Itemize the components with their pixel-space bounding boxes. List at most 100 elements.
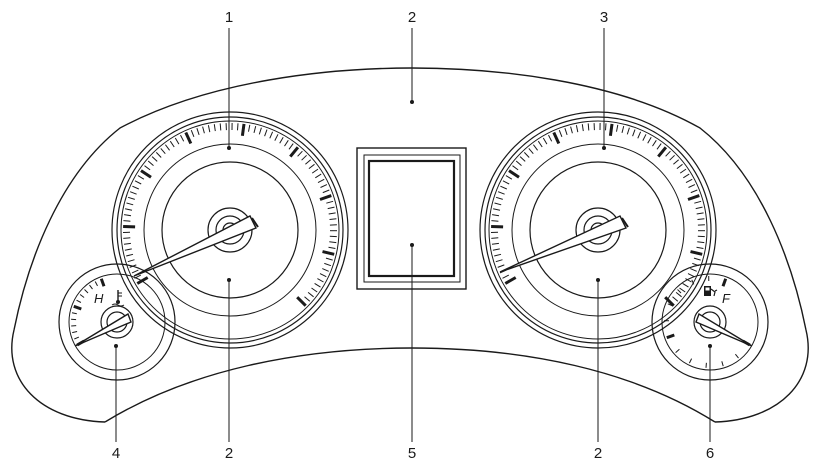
speedometer-minor-tick	[497, 264, 505, 268]
tachometer-minor-tick	[123, 242, 131, 245]
tachometer-minor-tick	[317, 278, 324, 283]
speedometer-minor-tick	[502, 274, 510, 279]
tachometer-major-tick	[319, 194, 332, 201]
fuel-gauge: F	[651, 263, 769, 381]
tachometer-major-tick	[289, 146, 300, 158]
tachometer-minor-tick	[308, 163, 315, 169]
tachometer-minor-tick	[322, 189, 330, 194]
temperature-minor-tick	[74, 336, 80, 340]
speedometer-minor-tick	[581, 124, 584, 132]
temperature-needle	[74, 312, 132, 347]
tachometer-minor-tick	[328, 212, 336, 215]
cluster-hood-lower-edge	[104, 347, 716, 423]
speedometer-minor-tick	[673, 159, 680, 165]
callout-4: 4	[112, 445, 120, 462]
fuel-minor-tick	[675, 348, 680, 353]
tachometer-minor-tick	[274, 134, 279, 141]
fuel-minor-tick	[677, 289, 682, 294]
speedometer-minor-tick	[672, 296, 679, 302]
speedometer-minor-tick	[696, 246, 704, 249]
tachometer-minor-tick	[314, 282, 321, 288]
speedometer-minor-tick	[537, 140, 543, 148]
callout-5: 5	[408, 445, 416, 462]
tachometer-minor-tick	[327, 206, 335, 210]
tachometer-minor-tick	[319, 273, 327, 278]
fuel-full-label: F	[722, 291, 731, 306]
speedometer-minor-tick	[505, 175, 513, 180]
fuel-minor-tick	[691, 279, 695, 285]
speedometer-minor-tick	[497, 191, 505, 195]
speedometer-minor-tick	[491, 242, 499, 245]
tachometer-minor-tick	[127, 196, 135, 200]
callout-3: 3	[600, 9, 608, 26]
speedometer-minor-tick	[528, 148, 534, 155]
tachometer-minor-tick	[264, 129, 268, 137]
speedometer-major-tick	[657, 146, 668, 158]
speedometer-minor-tick	[669, 154, 675, 161]
speedometer-minor-tick	[492, 248, 500, 251]
speedometer-major-tick	[687, 194, 700, 201]
speedometer-minor-tick	[587, 123, 590, 131]
speedometer-minor-tick	[512, 165, 519, 171]
tachometer-minor-tick	[147, 160, 154, 166]
temp-hot-label: H	[94, 291, 104, 306]
temperature-minor-tick	[71, 312, 77, 315]
speedometer-gauge	[479, 111, 717, 349]
tachometer-minor-tick	[174, 137, 180, 145]
tachometer-minor-tick	[328, 246, 336, 249]
tachometer-minor-tick	[253, 125, 257, 134]
speedometer-minor-tick	[575, 125, 579, 133]
tachometer-minor-tick	[326, 200, 334, 204]
temperature-minor-tick	[84, 289, 89, 294]
tachometer-minor-tick	[196, 128, 200, 136]
speedometer-minor-tick	[515, 160, 522, 166]
speedometer-minor-tick	[492, 214, 500, 217]
speedometer-major-tick	[664, 296, 675, 307]
callout-1: 1	[225, 9, 233, 26]
tachometer-minor-tick	[317, 178, 325, 184]
speedometer-needle	[499, 215, 627, 273]
tachometer-minor-tick	[258, 127, 262, 135]
speedometer-minor-tick	[523, 152, 530, 158]
speedometer-minor-tick	[494, 253, 502, 257]
speedometer-minor-tick	[676, 163, 683, 169]
speedometer-minor-tick	[656, 143, 662, 150]
tachometer-minor-tick	[123, 220, 131, 222]
temperature-major-tick	[73, 304, 82, 311]
speedometer-minor-tick	[548, 134, 553, 142]
speedometer-minor-tick	[683, 173, 690, 179]
speedometer-minor-tick	[605, 123, 607, 131]
speedometer-minor-tick	[647, 136, 652, 144]
tachometer-minor-tick	[311, 287, 318, 293]
tachometer-minor-tick	[169, 140, 175, 148]
speedometer-minor-tick	[500, 185, 508, 190]
temperature-minor-tick	[79, 294, 85, 298]
tachometer-minor-tick	[324, 262, 332, 267]
callout-2-left: 2	[225, 445, 233, 462]
tachometer-minor-tick	[311, 168, 319, 174]
speedometer-minor-tick	[616, 124, 619, 132]
speedometer-minor-tick	[519, 156, 526, 162]
tachometer-major-tick	[296, 296, 307, 307]
speedometer-minor-tick	[690, 189, 698, 194]
speedometer-major-tick	[508, 169, 520, 179]
tachometer-minor-tick	[123, 237, 131, 239]
speedometer-major-tick	[552, 131, 561, 145]
fuel-major-tick	[666, 333, 675, 340]
tachometer-minor-tick	[304, 296, 311, 302]
speedometer-ticks	[490, 122, 705, 307]
speedometer-minor-tick	[495, 196, 503, 200]
tachometer-needle	[133, 215, 257, 277]
tachometer-minor-tick	[127, 259, 135, 263]
tachometer-minor-tick	[322, 268, 329, 272]
tachometer-minor-tick	[160, 148, 166, 155]
speedometer-minor-tick	[687, 273, 695, 278]
speedometer-minor-tick	[502, 180, 510, 185]
tachometer-minor-tick	[329, 218, 337, 220]
speedometer-minor-tick	[637, 131, 642, 139]
tachometer-minor-tick	[155, 152, 162, 158]
speedometer-minor-tick	[495, 259, 503, 263]
temperature-major-tick	[99, 278, 106, 287]
speedometer-minor-tick	[564, 128, 568, 136]
speedometer-minor-tick	[694, 200, 702, 204]
